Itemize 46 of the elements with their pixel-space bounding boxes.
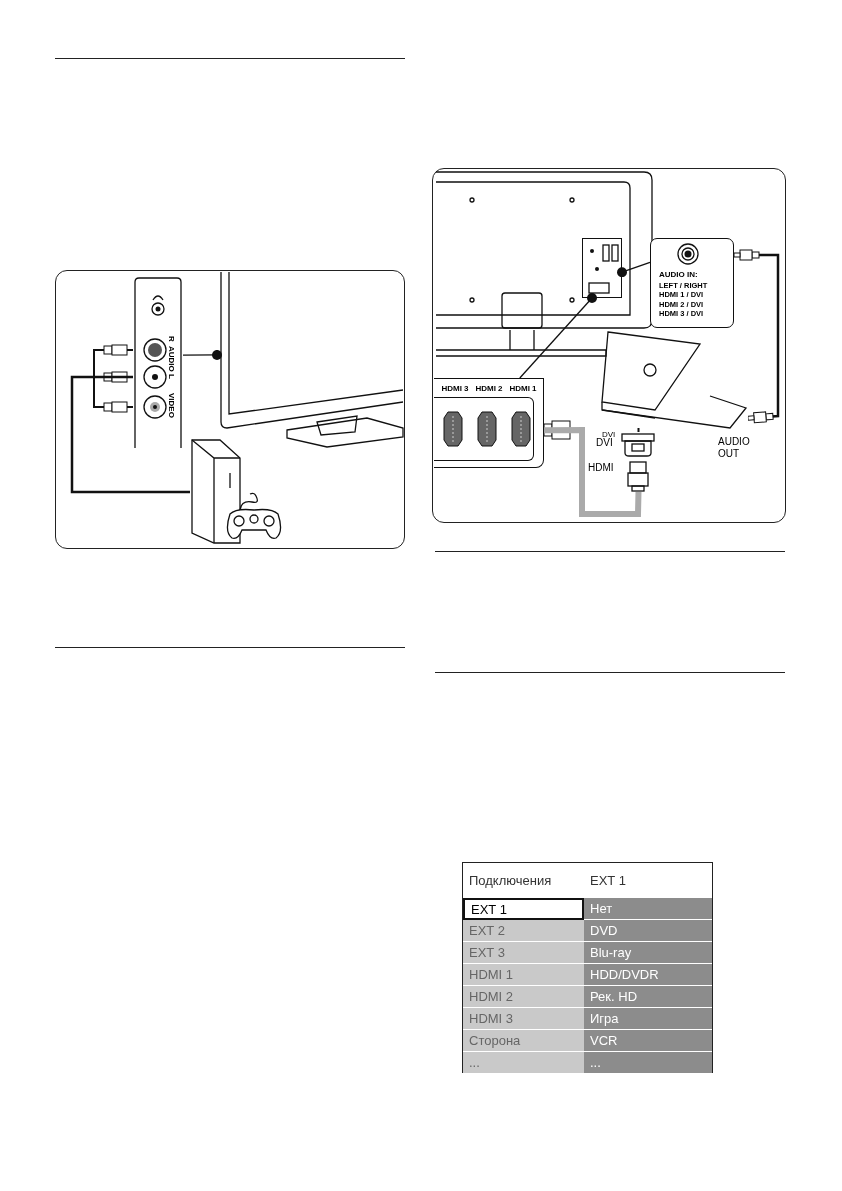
menu-item: HDMI 3: [463, 1008, 584, 1030]
adapter-drawing: [620, 432, 657, 492]
connector-label: DVI: [596, 437, 614, 449]
menu-item: ...: [463, 1052, 584, 1074]
tv-back-drawing: [434, 170, 654, 330]
port-label: HDMI 1: [508, 384, 538, 394]
callout-box: [650, 238, 734, 328]
port-label: L: [167, 374, 175, 379]
leader-line: [519, 293, 597, 379]
connector-label: HDMI: [588, 462, 615, 474]
connector-panel-drawing: [582, 238, 622, 298]
port-label: VIDEO: [167, 393, 175, 418]
connector-label: AUDIO OUT: [718, 436, 751, 459]
connector-label: DVI: [602, 430, 617, 439]
callout-heading: AUDIO IN:: [659, 270, 699, 280]
menu-item: Рек. HD: [584, 986, 712, 1008]
cable: [543, 427, 642, 517]
menu-item: HDD/DVDR: [584, 964, 712, 986]
menu-item: Нет: [584, 898, 712, 920]
menu-header: Подключения: [468, 872, 553, 890]
port-label: HDMI 2: [474, 384, 504, 394]
port-label: HDMI 3: [440, 384, 470, 394]
menu-item: EXT 3: [463, 942, 584, 964]
game-console-drawing: [190, 438, 242, 546]
callout-box: [434, 378, 544, 468]
menu-header: EXT 1: [589, 872, 627, 890]
port-label: R: [167, 336, 175, 342]
connector-panel-drawing: [133, 276, 183, 448]
menu-item: ...: [584, 1052, 712, 1074]
cable: [733, 249, 780, 424]
port-label: AUDIO: [167, 346, 175, 372]
menu-item: Сторона: [463, 1030, 584, 1052]
menu-item: VCR: [584, 1030, 712, 1052]
menu-item: HDMI 1: [463, 964, 584, 986]
selected-menu-item: EXT 1: [463, 898, 584, 920]
menu-item: Игра: [584, 1008, 712, 1030]
cable: [70, 375, 190, 494]
menu-item: DVD: [584, 920, 712, 942]
leader-line: [617, 261, 651, 278]
menu-item: EXT 2: [463, 920, 584, 942]
menu-item: HDMI 2: [463, 986, 584, 1008]
tv-drawing: [217, 272, 403, 450]
leader-line: [182, 349, 222, 360]
cable: [637, 427, 640, 433]
laptop-drawing: [600, 330, 748, 428]
menu-item: Blu-ray: [584, 942, 712, 964]
